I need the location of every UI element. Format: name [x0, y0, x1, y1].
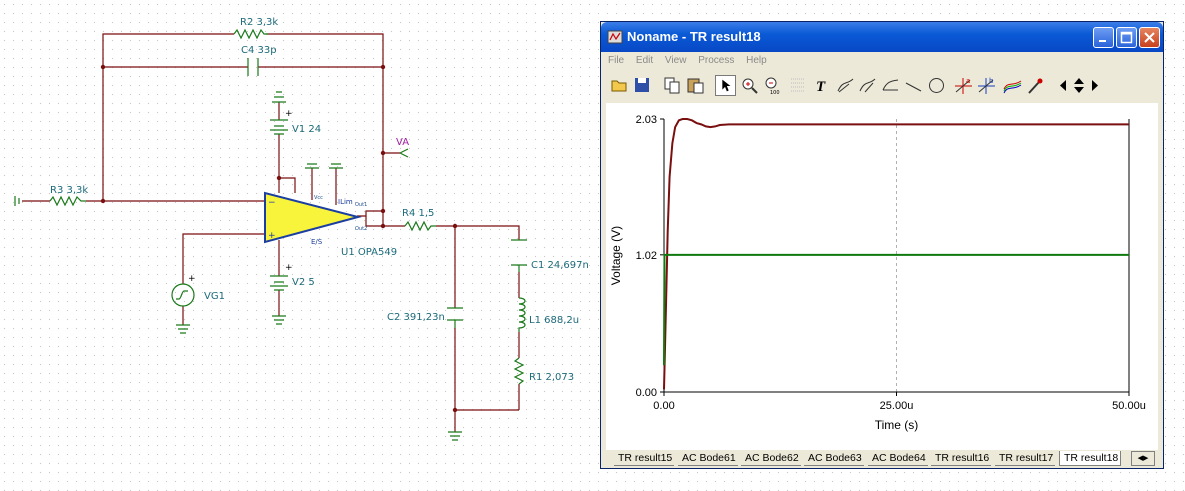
curve-label-icon[interactable] — [857, 75, 878, 96]
maximize-button[interactable] — [1116, 27, 1137, 48]
tab-tr-result17[interactable]: TR result17 — [995, 451, 1056, 466]
tab-tr-result18[interactable]: TR result18 — [1059, 451, 1122, 466]
tab-scroll-arrows[interactable]: ◀▶ — [1131, 451, 1155, 466]
spectrum-icon[interactable] — [1002, 75, 1023, 96]
zoom-in-icon[interactable] — [739, 75, 760, 96]
tab-ac-bode62[interactable]: AC Bode62 — [741, 451, 801, 466]
scroll-left-icon[interactable] — [1056, 75, 1070, 96]
line-icon[interactable] — [903, 75, 924, 96]
cursor-b-icon[interactable]: b — [976, 75, 997, 96]
r4-resistor — [404, 220, 436, 232]
window-titlebar[interactable]: Noname - TR result18 — [601, 22, 1163, 52]
opa549-opamp[interactable]: − + — [264, 191, 362, 244]
minimize-icon — [1099, 40, 1106, 42]
probe-icon[interactable] — [1025, 75, 1046, 96]
c2-label: C2 391,23n — [387, 312, 445, 323]
axis-label-icon[interactable] — [880, 75, 901, 96]
scroll-updown-icon[interactable] — [1069, 75, 1089, 96]
svg-text:+: + — [188, 274, 196, 284]
svg-text:T: T — [816, 79, 826, 95]
y-tick-label: 0.00 — [636, 387, 657, 399]
r1-resistor — [513, 357, 525, 385]
window-title: Noname - TR result18 — [627, 29, 761, 44]
maximize-icon — [1120, 31, 1133, 44]
save-icon[interactable] — [632, 75, 653, 96]
svg-text:+: + — [285, 109, 293, 119]
cursor-a-icon[interactable]: a — [953, 75, 974, 96]
vg1-label: VG1 — [204, 291, 225, 302]
circle-icon[interactable] — [926, 75, 947, 96]
menu-help[interactable]: Help — [746, 55, 767, 66]
svg-text:a: a — [966, 77, 970, 85]
menu-bar: File Edit View Process Help — [604, 52, 1160, 70]
v2-label: V2 5 — [292, 277, 315, 288]
app-icon — [607, 30, 623, 44]
tab-ac-bode63[interactable]: AC Bode63 — [804, 451, 864, 466]
series-line-1 — [663, 118, 1129, 390]
out2-label: Out2 — [355, 226, 367, 232]
l1-inductor — [518, 297, 526, 332]
svg-text:+: + — [285, 263, 293, 273]
menu-view[interactable]: View — [664, 55, 687, 66]
arrow-label-icon[interactable] — [835, 75, 856, 96]
paste-icon[interactable] — [685, 75, 706, 96]
y-axis-title: Voltage (V) — [609, 226, 623, 285]
tab-tr-result16[interactable]: TR result16 — [931, 451, 992, 466]
va-label: VA — [396, 137, 409, 148]
menu-edit[interactable]: Edit — [635, 55, 654, 66]
pointer-icon[interactable] — [715, 75, 736, 96]
menu-process[interactable]: Process — [698, 55, 735, 66]
r3-label: R3 3,3k — [50, 185, 88, 196]
minimize-button[interactable] — [1093, 27, 1114, 48]
svg-text:100: 100 — [770, 90, 780, 96]
close-icon — [1144, 32, 1155, 43]
es-label: E/S — [311, 238, 323, 246]
vg1-signal-source — [171, 283, 195, 307]
r2-resistor — [233, 28, 268, 40]
open-icon[interactable] — [609, 75, 630, 96]
svg-text:+: + — [268, 231, 276, 241]
result-window: Noname - TR result18 File Edit View Proc… — [600, 21, 1164, 469]
tab-tr-result15[interactable]: TR result15 — [614, 451, 675, 466]
c1-label: C1 24,697n — [531, 260, 589, 271]
vcc-label: Vcc — [314, 195, 323, 201]
menu-file[interactable]: File — [608, 55, 625, 66]
r4-label: R4 1,5 — [402, 208, 434, 219]
tab-ac-bode61[interactable]: AC Bode61 — [678, 451, 738, 466]
out1-label: Out1 — [355, 202, 367, 208]
x-axis-title: Time (s) — [875, 418, 919, 432]
series-line-2 — [663, 253, 1129, 366]
toolbar: 100 T a b — [607, 72, 1157, 102]
c2-capacitor — [447, 307, 463, 321]
ilim-label: ILim — [338, 198, 353, 206]
grid-icon[interactable] — [787, 75, 808, 96]
svg-text:−: − — [268, 198, 276, 208]
y-tick-label: 1.02 — [636, 250, 657, 262]
r2-label: R2 3,3k — [240, 17, 278, 28]
zoom-100-icon[interactable]: 100 — [762, 75, 783, 96]
r3-resistor — [49, 195, 86, 207]
copy-icon[interactable] — [662, 75, 683, 96]
x-tick-label: 50.00u — [1112, 400, 1146, 412]
c4-label: C4 33p — [241, 45, 277, 56]
circuit-schematic[interactable]: − + R2 3,3k C4 33p V1 24 VA R3 3,3k R4 1… — [0, 0, 600, 491]
svg-text:b: b — [989, 77, 994, 85]
x-tick-label: 0.00 — [653, 400, 674, 412]
u1-label: U1 OPA549 — [341, 247, 397, 258]
c1-capacitor — [511, 239, 527, 266]
r1-label: R1 2,073 — [529, 372, 574, 383]
l1-label: L1 688,2u — [529, 315, 579, 326]
text-icon[interactable]: T — [812, 75, 833, 96]
close-button[interactable] — [1139, 27, 1160, 48]
y-tick-label: 2.03 — [636, 114, 657, 126]
scroll-right-icon[interactable] — [1088, 75, 1102, 96]
x-tick-label: 25.00u — [880, 400, 914, 412]
v1-label: V1 24 — [292, 124, 321, 135]
tab-ac-bode64[interactable]: AC Bode64 — [868, 451, 928, 466]
